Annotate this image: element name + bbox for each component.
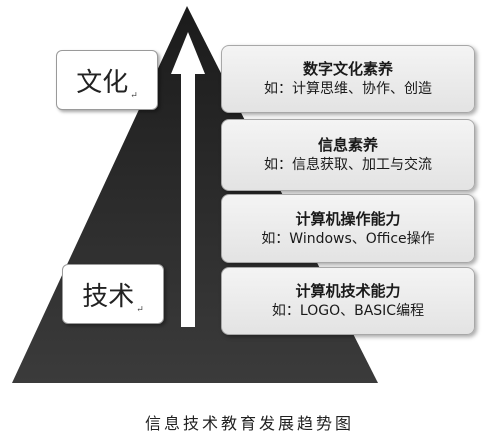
level-box-information-literacy: 信息素养 如：信息获取、加工与交流 bbox=[221, 119, 475, 191]
level-desc: 如：Windows、Office操作 bbox=[261, 230, 435, 247]
level-title: 计算机技术能力 bbox=[295, 282, 401, 300]
return-mark-icon: ↵ bbox=[130, 91, 138, 101]
level-box-computer-technology: 计算机技术能力 如：LOGO、BASIC编程 bbox=[221, 267, 475, 335]
culture-label: 文化 ↵ bbox=[56, 50, 158, 110]
level-box-digital-culture: 数字文化素养 如：计算思维、协作、创造 bbox=[221, 45, 475, 113]
technology-label-text: 技术 bbox=[82, 281, 135, 312]
culture-label-text: 文化 bbox=[76, 67, 129, 98]
technology-label: 技术 ↵ bbox=[62, 264, 164, 324]
figure-caption: 信息技术教育发展趋势图 bbox=[144, 414, 354, 433]
level-title: 信息素养 bbox=[317, 136, 378, 154]
level-title: 数字文化素养 bbox=[302, 60, 393, 78]
return-mark-icon: ↵ bbox=[136, 305, 144, 315]
level-title: 计算机操作能力 bbox=[295, 209, 401, 228]
level-box-computer-operation: 计算机操作能力 如：Windows、Office操作 bbox=[221, 194, 475, 263]
level-desc: 如：LOGO、BASIC编程 bbox=[271, 303, 425, 319]
up-arrow-icon bbox=[171, 32, 205, 327]
level-desc: 如：信息获取、加工与交流 bbox=[264, 157, 432, 173]
level-desc: 如：计算思维、协作、创造 bbox=[264, 81, 432, 97]
